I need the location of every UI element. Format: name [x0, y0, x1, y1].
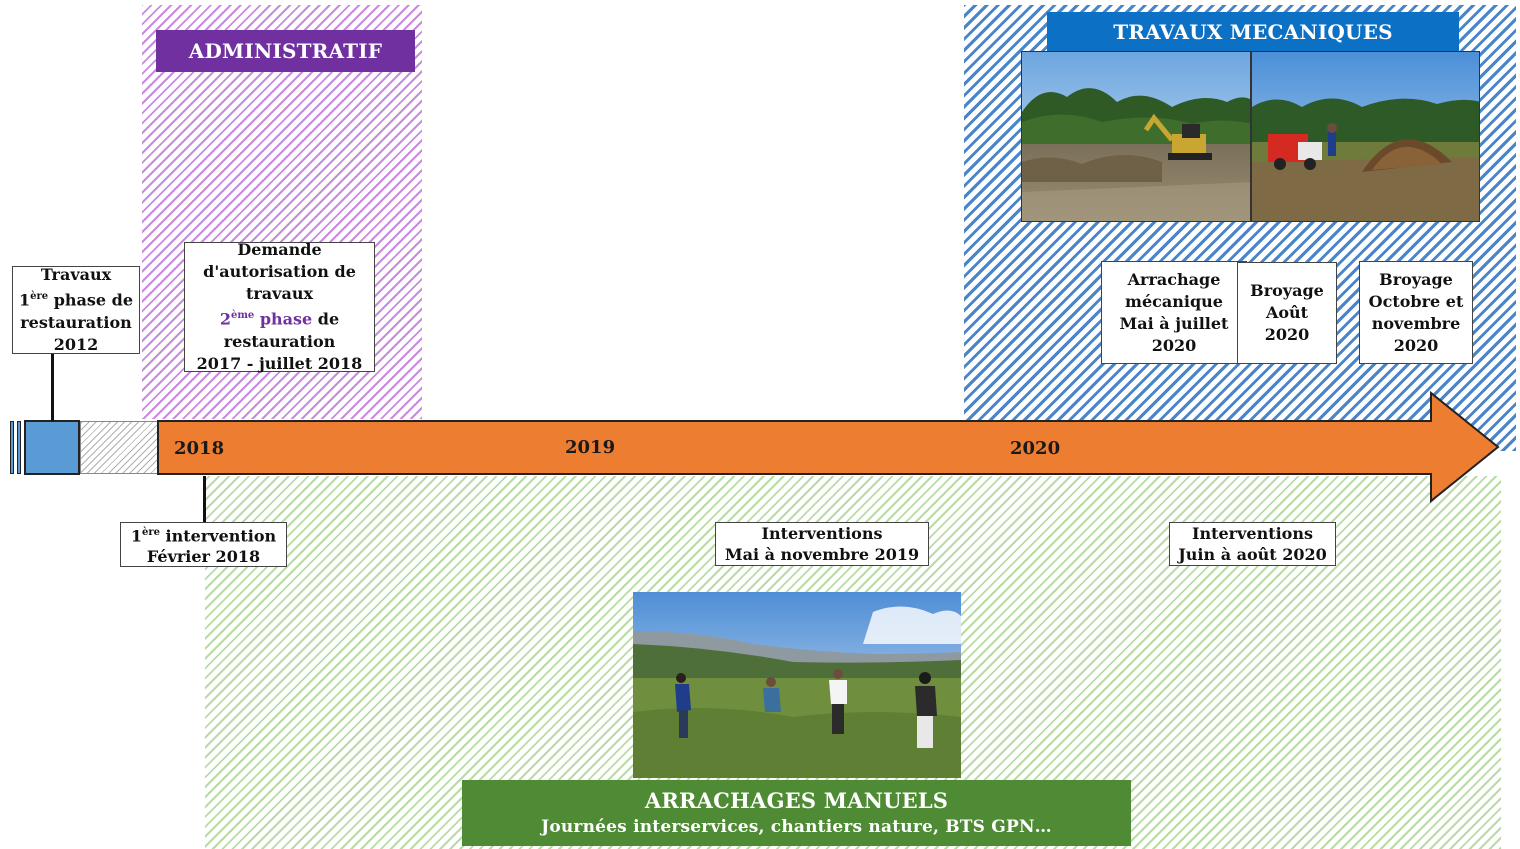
interventions-2019-box: Interventions Mai à novembre 2019 — [715, 522, 929, 566]
administratif-banner: ADMINISTRATIF — [156, 30, 415, 72]
premiere-intervention-line1: 1ère intervention — [130, 526, 277, 546]
premiere-intervention-box: 1ère intervention Février 2018 — [120, 522, 287, 567]
demande-line3: travaux — [245, 284, 314, 304]
travaux-2012-line2: 1ère phase de — [18, 290, 134, 310]
broyage-octobre-line3: novembre — [1371, 313, 1461, 333]
demande-line1: Demande — [237, 240, 322, 260]
broyage-octobre-line4: 2020 — [1393, 335, 1439, 355]
shredder-photo — [1251, 51, 1480, 222]
timeline-arrow-svg — [157, 390, 1500, 504]
travaux-2012-line4: 2012 — [53, 334, 99, 354]
timeline-start-stripe — [17, 421, 21, 474]
arrachage-mecanique-box: Arrachage mécanique Mai à juillet 2020 — [1101, 261, 1247, 364]
arrachages-manuels-subtitle: Journées interservices, chantiers nature… — [541, 817, 1052, 837]
interventions-2020-line1: Interventions — [1191, 524, 1313, 543]
demande-line4: 2ème phase de — [219, 309, 340, 329]
timeline-2012-segment — [24, 420, 80, 475]
year-label-2019: 2019 — [565, 437, 616, 458]
connector-2018 — [203, 476, 206, 522]
arrachages-manuels-banner: ARRACHAGES MANUELS Journées interservice… — [462, 780, 1131, 846]
arrachage-mecanique-line4: 2020 — [1151, 335, 1197, 355]
travaux-2012-line1: Travaux — [40, 265, 112, 285]
timeline-gap-segment — [80, 421, 160, 474]
broyage-octobre-box: Broyage Octobre et novembre 2020 — [1359, 261, 1473, 364]
broyage-aout-line2: Août — [1265, 303, 1309, 322]
arrachage-mecanique-line3: Mai à juillet — [1119, 313, 1229, 333]
interventions-2020-line2: Juin à août 2020 — [1178, 545, 1327, 564]
arrachage-mecanique-line1: Arrachage — [1127, 269, 1221, 289]
demande-autorisation-box: Demande d'autorisation de travaux 2ème p… — [184, 240, 375, 373]
year-label-2018: 2018 — [174, 438, 225, 459]
broyage-aout-line1: Broyage — [1250, 281, 1324, 300]
excavator-photo — [1021, 51, 1251, 222]
interventions-2019-line1: Interventions — [761, 524, 883, 543]
broyage-aout-box: Broyage Août 2020 — [1237, 262, 1337, 364]
connector-2012 — [51, 353, 54, 421]
travaux-2012-line3: restauration — [20, 312, 132, 332]
timeline-start-stripe — [10, 421, 14, 474]
broyage-aout-line3: 2020 — [1264, 325, 1310, 344]
arrachages-manuels-title: ARRACHAGES MANUELS — [644, 788, 949, 813]
travaux-2012-box: Travaux 1ère phase de restauration 2012 — [12, 265, 140, 354]
demande-line6: 2017 - juillet 2018 — [196, 353, 363, 373]
year-label-2020: 2020 — [1010, 438, 1061, 459]
interventions-2019-line2: Mai à novembre 2019 — [724, 545, 920, 564]
demande-line5: restauration — [223, 331, 336, 351]
premiere-intervention-line2: Février 2018 — [146, 547, 261, 567]
manual-removal-photo — [633, 592, 961, 778]
arrachage-mecanique-line2: mécanique — [1125, 291, 1223, 311]
demande-line2: d'autorisation de — [203, 262, 356, 282]
broyage-octobre-line2: Octobre et — [1368, 291, 1464, 311]
broyage-octobre-line1: Broyage — [1379, 269, 1453, 289]
travaux-mecaniques-banner: TRAVAUX MECANIQUES — [1047, 12, 1459, 52]
interventions-2020-box: Interventions Juin à août 2020 — [1169, 522, 1336, 566]
